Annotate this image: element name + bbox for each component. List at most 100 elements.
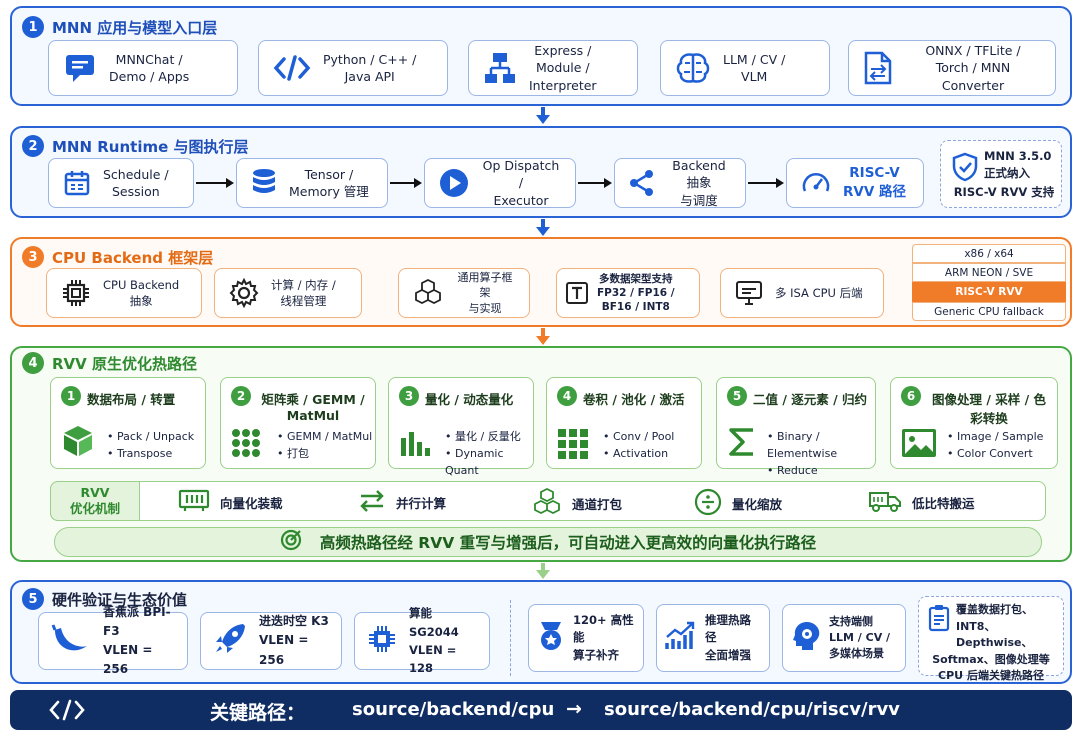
monitor-icon (735, 280, 763, 306)
footer-path-from: source/backend/cpu (352, 699, 555, 720)
pack-cubes-icon (532, 487, 562, 519)
banana-icon (51, 622, 91, 660)
step-backend: Backend 抽象与调度 (614, 158, 746, 208)
vector-load-icon (178, 489, 210, 516)
code-icon (48, 699, 86, 725)
card-compute-memory: 计算 / 内存 /线程管理 (214, 268, 362, 318)
group-quant: 3量化 / 动态量化 量化 / 反量化Dynamic Quant (388, 377, 534, 477)
flow-arrowhead-2 (414, 178, 422, 188)
flow-arrow-down-3 (536, 328, 550, 346)
flow-arrowhead-4 (776, 178, 784, 188)
scale-icon (694, 488, 722, 519)
gear-icon (229, 278, 259, 308)
rocket-icon (213, 622, 247, 660)
cpu-chip-icon (61, 278, 91, 308)
card-onnx: ONNX / TFLite /Torch / MNN Converter (848, 40, 1056, 96)
flow-arrow-down-2 (536, 219, 550, 237)
layer-rvv-hotpath-title: 4 RVV 原生优化热路径 (22, 352, 197, 374)
chip-icon (367, 624, 397, 658)
card-llm: LLM / CV /VLM (660, 40, 830, 96)
code-icon (273, 51, 311, 85)
head-gear-icon (791, 620, 823, 656)
grid-squares-icon (557, 428, 589, 464)
chat-icon (63, 51, 97, 85)
flow-arrowhead-3 (604, 178, 612, 188)
flow-arrowhead-1 (226, 178, 234, 188)
card-express: Express /Module /Interpreter (468, 40, 638, 96)
value-operators: 120+ 高性能算子补齐 (528, 604, 644, 672)
note-text: MNN 3.5.0 正式纳入 (984, 149, 1052, 180)
mechanism-label: RVV 优化机制 (50, 481, 140, 521)
mechanism-low-bit: 低比特搬运 (868, 489, 975, 516)
value-hotpath: 推理热路径全面增强 (656, 604, 770, 672)
clipboard-icon (928, 604, 950, 636)
isa-option-generic: Generic CPU fallback (912, 302, 1066, 321)
rvv-banner: 高频热路径经 RVV 重写与增强后，可自动进入更高效的向量化执行路径 (54, 527, 1042, 557)
footer-key-path: 关键路径： source/backend/cpu → source/backen… (10, 690, 1072, 730)
group-conv: 4卷积 / 池化 / 激活 Conv / PoolActivation (546, 377, 702, 469)
group-binary: 5二值 / 逐元素 / 归约 Binary / ElementwiseReduc… (716, 377, 876, 477)
flow-arrow-down-4 (536, 563, 550, 579)
layer-runtime-title: 2 MNN Runtime 与图执行层 (22, 135, 249, 157)
card-python-api: Python / C++ /Java API (258, 40, 448, 96)
flow-arrow-1 (196, 182, 226, 184)
note-text-line3: RISC-V RVV 支持 (953, 185, 1055, 199)
isa-option-arm: ARM NEON / SVE (912, 263, 1066, 282)
layer-application-title: 1 MNN 应用与模型入口层 (22, 16, 217, 38)
type-icon (565, 281, 589, 305)
layer-cpu-backend-title: 3 CPU Backend 框架层 (22, 246, 213, 268)
mechanism-channel-pack: 通道打包 (532, 487, 622, 519)
flowchart-icon (483, 51, 517, 85)
medal-icon (537, 620, 565, 656)
footer-arrow: → (566, 698, 582, 720)
parallel-arrows-icon (358, 489, 386, 516)
flow-arrow-2 (390, 182, 414, 184)
step-tensor: Tensor /Memory 管理 (236, 158, 388, 208)
card-multi-isa: 多 ISA CPU 后端 (720, 268, 884, 318)
coverage-text: 覆盖数据打包、 INT8、Depthwise、 Softmax、图像处理等 CP… (932, 603, 1050, 682)
coverage-note (918, 596, 1064, 676)
mechanism-parallel: 并行计算 (358, 489, 446, 516)
share-icon (629, 169, 655, 197)
flow-arrow-down-1 (536, 107, 550, 125)
box-icon (61, 424, 95, 462)
mechanism-vector-load: 向量化装载 (178, 489, 283, 516)
flow-arrow-3 (578, 182, 604, 184)
footer-path-to: source/backend/cpu/riscv/rvv (604, 699, 900, 720)
shield-check-icon (952, 152, 978, 186)
flow-arrow-4 (748, 182, 776, 184)
step-op-dispatch: Op Dispatch /Executor (424, 158, 576, 208)
step-schedule: Schedule /Session (48, 158, 194, 208)
mechanism-quant-scale: 量化缩放 (694, 488, 782, 519)
grid-dots-icon (231, 428, 261, 462)
target-icon (280, 529, 302, 555)
layer-hardware-title: 5 硬件验证与生态价值 (22, 588, 187, 610)
convert-file-icon (863, 51, 893, 85)
bar-chart-icon (399, 428, 431, 462)
database-icon (251, 168, 277, 198)
footer-label: 关键路径： (210, 702, 306, 724)
truck-icon (868, 489, 902, 516)
image-icon (901, 428, 937, 462)
cubes-icon (413, 278, 443, 308)
isa-option-x86: x86 / x64 (912, 244, 1066, 263)
card-operator-framework: 通用算子框架与实现 (398, 268, 530, 318)
card-mnnchat: MNNChat /Demo / Apps (48, 40, 238, 96)
speedometer-icon (801, 169, 831, 197)
brain-icon (675, 51, 711, 85)
separator-line (510, 600, 511, 676)
play-icon (439, 168, 469, 198)
isa-option-riscv: RISC-V RVV (912, 282, 1066, 302)
note-mnn-version (940, 140, 1062, 208)
sigma-icon (727, 426, 757, 462)
